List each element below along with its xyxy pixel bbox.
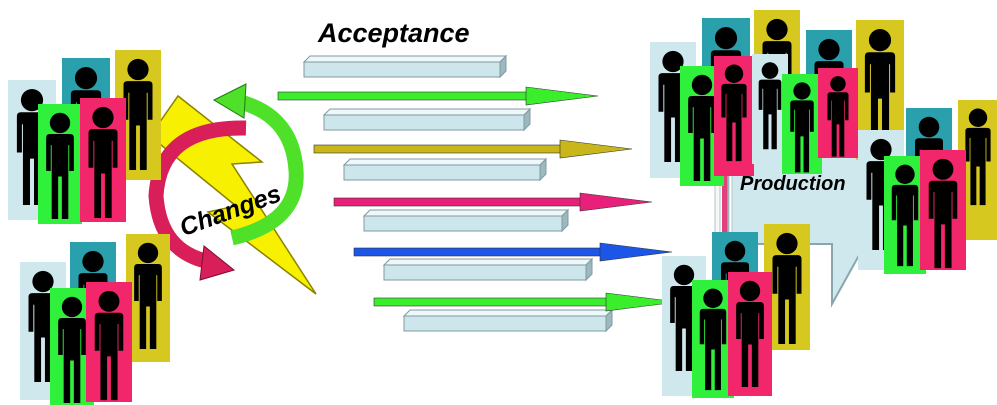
- person-icon: [728, 272, 772, 396]
- person-icon: [86, 282, 132, 402]
- person-icon: [38, 104, 82, 224]
- acceptance-bar: [302, 54, 508, 79]
- flow-arrow: [313, 139, 633, 159]
- person-icon: [782, 74, 822, 174]
- person-icon: [692, 280, 734, 398]
- flow-arrow: [333, 192, 653, 212]
- people-groups: [8, 10, 997, 405]
- flow-arrow: [373, 292, 679, 312]
- person-icon: [818, 68, 858, 158]
- acceptance-bars: [302, 54, 614, 333]
- cycle-arrow-green-head: [212, 83, 247, 119]
- acceptance-bar: [362, 208, 570, 233]
- person-icon: [920, 150, 966, 270]
- person-icon: [126, 234, 170, 362]
- person-icon: [80, 98, 126, 222]
- cycle-arrow-green: [230, 92, 304, 246]
- person-icon: [714, 56, 754, 176]
- flow-arrow: [277, 86, 599, 106]
- production-label: Production: [740, 173, 846, 195]
- acceptance-bar: [382, 257, 594, 282]
- cycle-arrows-icon: [148, 83, 304, 281]
- acceptance-title: Acceptance: [317, 18, 470, 48]
- acceptance-bar: [402, 308, 614, 333]
- cycle-arrow-pink-head: [199, 245, 236, 281]
- acceptance-bar: [342, 157, 548, 182]
- flow-arrow: [353, 242, 673, 262]
- person-icon: [884, 156, 926, 274]
- flow-arrows: [277, 86, 679, 312]
- acceptance-bar: [322, 107, 532, 132]
- cycle-arrow-pink: [148, 120, 247, 270]
